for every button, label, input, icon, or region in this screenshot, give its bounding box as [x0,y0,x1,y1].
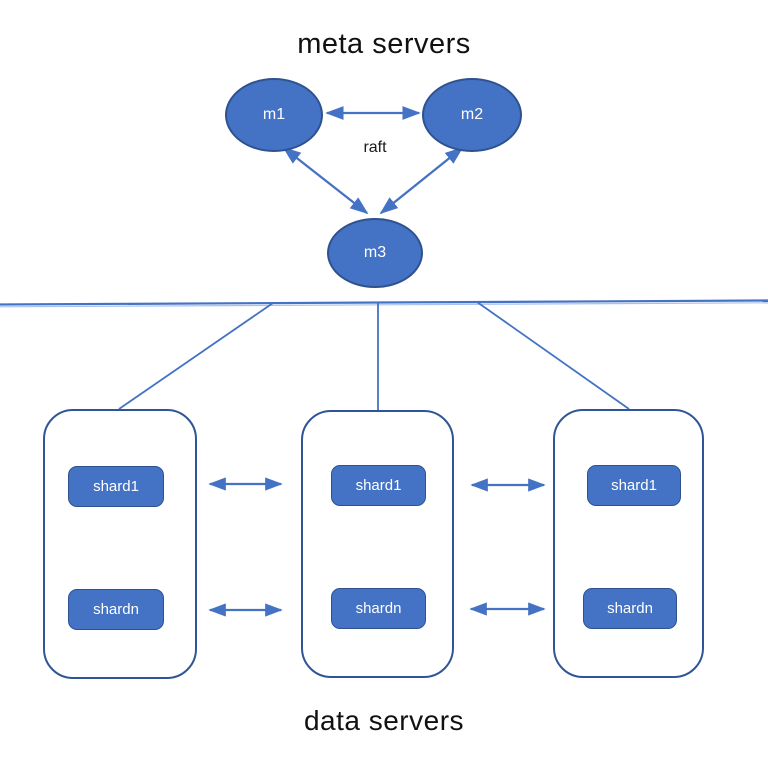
shard-label: shardn [93,601,139,618]
shard-box-server3-shardn: shardn [583,588,677,629]
meta-data-divider-echo-line [0,302,768,308]
meta-servers-title: meta servers [297,28,471,60]
meta-node-m1: m1 [225,78,323,152]
shard-box-server3-shard1: shard1 [587,465,681,506]
meta-node-m1-label: m1 [262,106,286,123]
meta-node-m2-label: m2 [460,106,484,123]
shard-box-server1-shard1: shard1 [68,466,164,507]
shard-label: shardn [607,600,653,617]
meta-data-divider-line [0,299,768,306]
shard-label: shard1 [611,477,657,494]
meta-node-m3-label: m3 [363,244,387,261]
arrow-m1-m3 [282,146,369,215]
data-server-container-3 [553,409,704,678]
shard-box-server2-shard1: shard1 [331,465,426,506]
shard-box-server1-shardn: shardn [68,589,164,630]
connector-divider-server1 [118,302,274,410]
data-server-container-1 [43,409,197,679]
shard-label: shard1 [355,477,402,494]
connector-divider-server3 [476,301,630,410]
meta-node-m2: m2 [422,78,522,152]
shard-label: shard1 [93,478,139,495]
shard-box-server2-shardn: shardn [331,588,426,629]
data-server-container-2 [301,410,454,678]
data-servers-title: data servers [303,705,465,736]
shard-label: shardn [355,600,402,617]
raft-label: raft [363,139,387,156]
meta-node-m3: m3 [327,218,423,288]
arrow-m2-m3 [379,146,464,215]
